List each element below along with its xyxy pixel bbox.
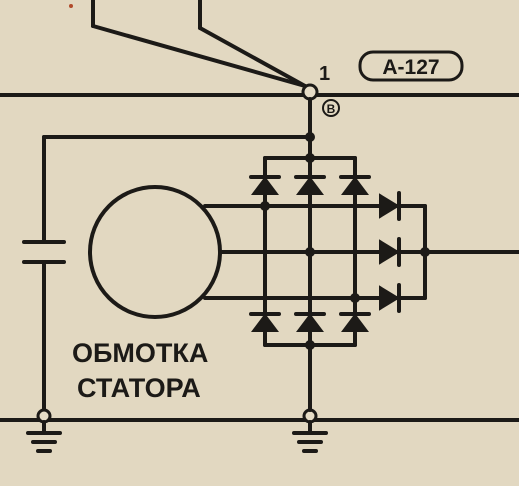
capacitor-branch [22, 135, 312, 414]
diode-lower-2 [294, 312, 326, 332]
terminal-sub-label: B [327, 102, 336, 116]
diode-lower-3 [339, 312, 371, 332]
paper-speck [69, 4, 73, 8]
ground-symbol-right [292, 408, 328, 453]
diode-side-1 [379, 191, 401, 221]
diode-upper-2 [294, 175, 326, 195]
diode-upper-1 [249, 175, 281, 195]
ref-badge: A-127 [382, 56, 439, 79]
diode-lower-1 [249, 312, 281, 332]
terminal-sub-circle [322, 99, 340, 117]
winding-label-line2: СТАТОРА [77, 373, 201, 403]
junction-dots [260, 153, 430, 350]
terminal-1 [301, 83, 319, 101]
ground-symbol-left [26, 408, 62, 453]
winding-label-line1: ОБМОТКА [72, 338, 208, 368]
top-wires [91, 0, 307, 88]
diode-side-2 [379, 237, 401, 267]
diode-upper-3 [339, 175, 371, 195]
diode-side-3 [379, 283, 401, 313]
ref-badge-frame [358, 50, 464, 82]
terminal-number: 1 [319, 63, 330, 85]
